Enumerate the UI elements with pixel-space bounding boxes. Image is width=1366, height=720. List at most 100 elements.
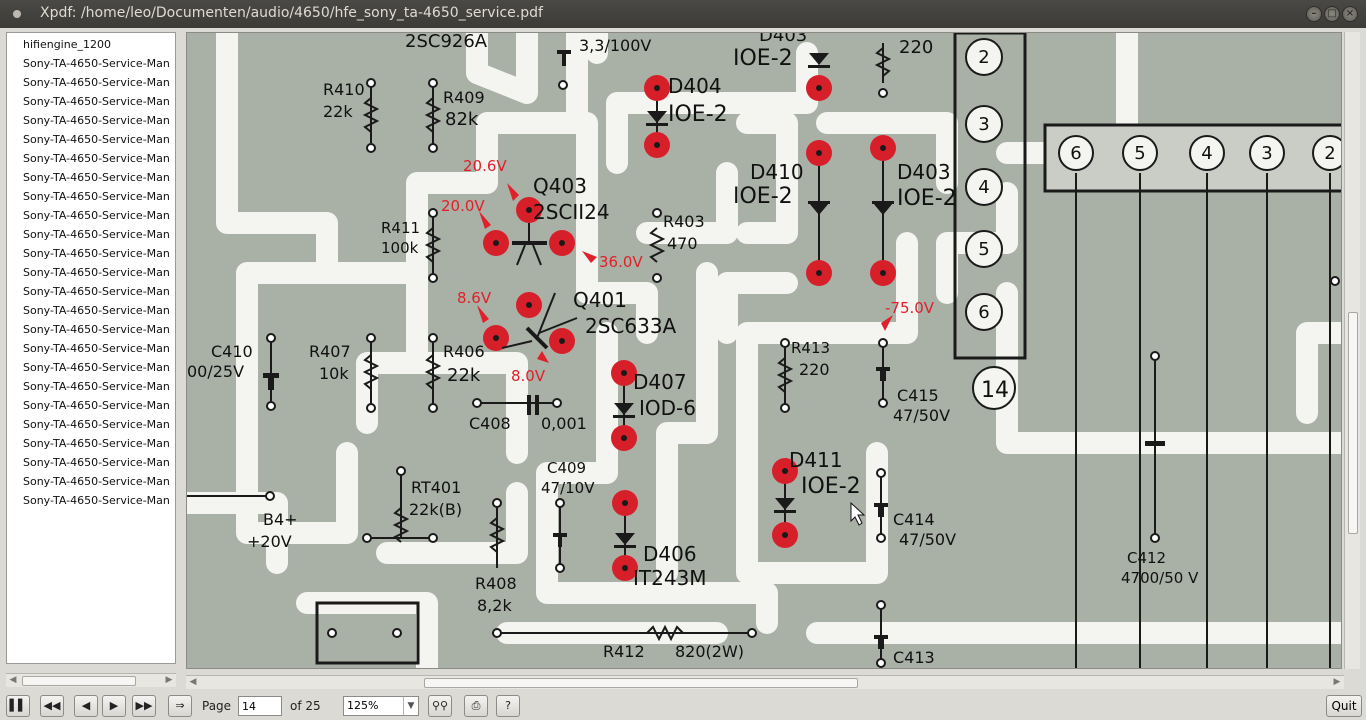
voltage-20-0: 20.0V	[441, 197, 485, 215]
label-q401: Q401	[573, 288, 627, 312]
label-c408: C408	[469, 414, 511, 433]
label-d407-val: IOD-6	[639, 396, 696, 420]
print-button[interactable]: ⎙	[464, 695, 488, 717]
find-button[interactable]: ⚲⚲	[428, 695, 452, 717]
label-c-top: 3,3/100V	[579, 36, 651, 55]
outline-item[interactable]: Sony-TA-4650-Service-Man	[23, 285, 170, 298]
scrollbar-thumb[interactable]	[424, 678, 858, 688]
label-d406: D406	[643, 542, 697, 566]
outline-item[interactable]: Sony-TA-4650-Service-Man	[23, 209, 170, 222]
scrollbar-thumb[interactable]	[1348, 312, 1358, 534]
label-c412-val: 4700/50 V	[1121, 569, 1199, 587]
outline-item[interactable]: Sony-TA-4650-Service-Man	[23, 304, 170, 317]
first-page-button[interactable]: ◀◀	[40, 695, 64, 717]
minimize-button[interactable]: –	[1306, 6, 1322, 22]
label-r403: R403	[663, 212, 705, 231]
label-part-top: 2SC926A	[405, 33, 488, 52]
label-r407: R407	[309, 342, 351, 361]
label-r410: R410	[323, 80, 365, 99]
scroll-left-icon[interactable]: ◀	[189, 677, 197, 687]
label-c415-val: 47/50V	[893, 406, 950, 425]
voltage-minus-75: -75.0V	[885, 299, 935, 317]
label-r410-val: 22k	[323, 102, 353, 121]
label-c414: C414	[893, 510, 935, 529]
scroll-right-icon[interactable]: ▶	[1333, 677, 1341, 687]
document-vertical-scrollbar[interactable]	[1344, 32, 1360, 669]
mouse-cursor-icon	[850, 501, 866, 526]
outline-item[interactable]: Sony-TA-4650-Service-Man	[23, 152, 170, 165]
outline-item[interactable]: Sony-TA-4650-Service-Man	[23, 133, 170, 146]
zoom-select[interactable]: 125% ▼	[343, 696, 419, 716]
label-c410-val: 00/25V	[187, 362, 244, 381]
label-d411: D411	[789, 448, 843, 472]
connector-right-pin: 3	[978, 114, 989, 135]
connector-bottom-pin: 4	[1201, 143, 1212, 164]
label-r409-val: 82k	[445, 109, 479, 130]
outline-item[interactable]: Sony-TA-4650-Service-Man	[23, 266, 170, 279]
binoculars-icon: ⚲⚲	[431, 699, 449, 712]
outline-horizontal-scrollbar[interactable]: ◀ ▶	[6, 673, 176, 687]
outline-item[interactable]: Sony-TA-4650-Service-Man	[23, 57, 170, 70]
label-r411-val: 100k	[381, 239, 419, 257]
label-r412-val: 820(2W)	[675, 642, 744, 661]
label-rt401: RT401	[411, 478, 461, 497]
outline-item[interactable]: Sony-TA-4650-Service-Man	[23, 171, 170, 184]
page-number-input[interactable]	[238, 696, 282, 716]
outline-item[interactable]: Sony-TA-4650-Service-Man	[23, 247, 170, 260]
label-q401-val: 2SC633A	[585, 314, 677, 338]
label-c412: C412	[1127, 549, 1166, 567]
label-c415: C415	[897, 386, 939, 405]
toggle-outline-button[interactable]: ▌▌	[6, 695, 30, 717]
label-d410-val: IOE-2	[733, 184, 793, 209]
outline-item[interactable]: hifiengine_1200	[23, 38, 111, 51]
document-view[interactable]: 2SC926A 3,3/100V D403 IOE-2 220 R410 22k…	[186, 32, 1342, 669]
outline-item[interactable]: Sony-TA-4650-Service-Man	[23, 114, 170, 127]
outline-item[interactable]: Sony-TA-4650-Service-Man	[23, 323, 170, 336]
zoom-value: 125%	[347, 699, 379, 712]
outline-item[interactable]: Sony-TA-4650-Service-Man	[23, 228, 170, 241]
outline-item[interactable]: Sony-TA-4650-Service-Man	[23, 361, 170, 374]
label-b4: B4+	[263, 510, 298, 529]
help-button[interactable]: ?	[496, 695, 520, 717]
outline-item[interactable]: Sony-TA-4650-Service-Man	[23, 456, 170, 469]
outline-item[interactable]: Sony-TA-4650-Service-Man	[23, 494, 170, 507]
close-button[interactable]: ×	[1342, 6, 1358, 22]
outline-item[interactable]: Sony-TA-4650-Service-Man	[23, 342, 170, 355]
connector-bottom-pin: 6	[1070, 143, 1081, 164]
forward-history-button[interactable]: ⇒	[168, 695, 192, 717]
scroll-right-icon[interactable]: ▶	[165, 675, 173, 685]
outline-item[interactable]: Sony-TA-4650-Service-Man	[23, 190, 170, 203]
label-q403: Q403	[533, 174, 587, 198]
label-c409-val: 47/10V	[541, 479, 595, 497]
label-d404: D404	[668, 74, 722, 98]
panel-splitter[interactable]	[178, 32, 184, 692]
quit-button[interactable]: Quit	[1326, 695, 1362, 717]
app-menu-icon[interactable]	[13, 10, 21, 18]
help-icon: ?	[505, 699, 511, 712]
outline-item[interactable]: Sony-TA-4650-Service-Man	[23, 380, 170, 393]
outline-item[interactable]: Sony-TA-4650-Service-Man	[23, 437, 170, 450]
outline-item[interactable]: Sony-TA-4650-Service-Man	[23, 76, 170, 89]
document-horizontal-scrollbar[interactable]: ◀ ▶	[186, 675, 1344, 689]
title-bar: Xpdf: /home/leo/Documenten/audio/4650/hf…	[0, 0, 1366, 28]
scroll-left-icon[interactable]: ◀	[9, 675, 17, 685]
connector-right-pin: 2	[978, 47, 989, 68]
label-d411-val: IOE-2	[801, 474, 861, 499]
label-c409: C409	[547, 459, 586, 477]
outline-item[interactable]: Sony-TA-4650-Service-Man	[23, 475, 170, 488]
previous-page-button[interactable]: ◀	[74, 695, 98, 717]
label-q403-val: 2SCII24	[533, 200, 610, 224]
outline-item[interactable]: Sony-TA-4650-Service-Man	[23, 418, 170, 431]
scrollbar-thumb[interactable]	[22, 676, 136, 686]
outline-item[interactable]: Sony-TA-4650-Service-Man	[23, 399, 170, 412]
chevron-down-icon[interactable]: ▼	[403, 697, 418, 715]
label-c413: C413	[893, 648, 935, 667]
last-page-button[interactable]: ▶▶	[132, 695, 156, 717]
page-total-label: of 25	[290, 699, 321, 713]
maximize-button[interactable]: □	[1324, 6, 1340, 22]
label-r412: R412	[603, 642, 645, 661]
label-r407-val: 10k	[319, 364, 349, 383]
outline-item[interactable]: Sony-TA-4650-Service-Man	[23, 95, 170, 108]
window-title: Xpdf: /home/leo/Documenten/audio/4650/hf…	[40, 5, 543, 21]
next-page-button[interactable]: ▶	[102, 695, 126, 717]
